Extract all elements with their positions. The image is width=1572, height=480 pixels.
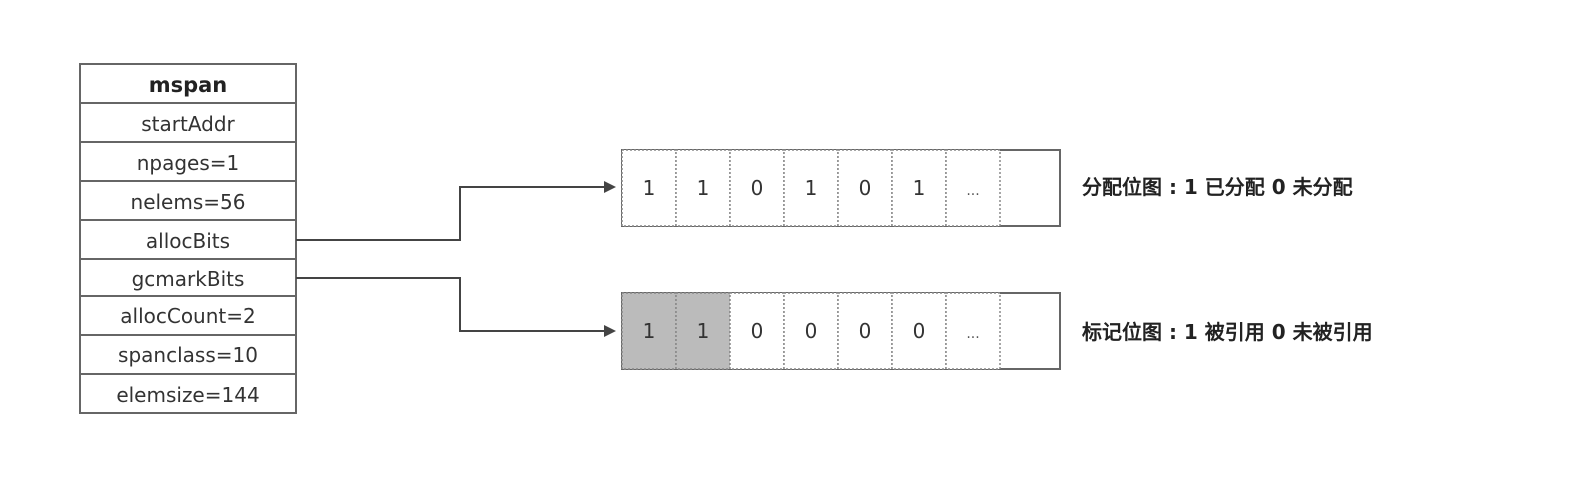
bit-value: 0 bbox=[751, 319, 764, 343]
mspan-struct: mspan startAddr npages=1 nelems=56 alloc… bbox=[79, 63, 297, 414]
bit-cell bbox=[945, 292, 1001, 370]
field-npages: npages=1 bbox=[137, 151, 240, 175]
bit-cell bbox=[729, 292, 785, 370]
bit-cell bbox=[783, 149, 839, 227]
field-alloccount: allocCount=2 bbox=[120, 304, 255, 328]
bit-value: ... bbox=[966, 326, 979, 342]
mspan-field-cell bbox=[79, 334, 297, 375]
bit-value: ... bbox=[966, 183, 979, 199]
alloc-bitmap-legend: 分配位图 : 1 已分配 0 未分配 bbox=[1082, 175, 1353, 199]
field-nelems: nelems=56 bbox=[131, 190, 246, 214]
bit-value: 0 bbox=[859, 319, 872, 343]
bit-cell bbox=[783, 292, 839, 370]
mspan-title: mspan bbox=[149, 73, 228, 97]
field-elemsize: elemsize=144 bbox=[116, 383, 259, 407]
mspan-field-cell bbox=[79, 258, 297, 297]
field-startaddr: startAddr bbox=[141, 112, 235, 136]
field-gcmarkbits: gcmarkBits bbox=[132, 267, 245, 291]
gcmark-bitmap-legend: 标记位图 : 1 被引用 0 未被引用 bbox=[1082, 320, 1373, 344]
bit-value: 1 bbox=[643, 319, 656, 343]
mspan-field-cell bbox=[79, 102, 297, 143]
bit-cell bbox=[729, 149, 785, 227]
gcmark-bitmap: 1 1 0 0 0 0... bbox=[621, 292, 1061, 370]
bit-value: 0 bbox=[859, 176, 872, 200]
bit-cell bbox=[945, 149, 1001, 227]
bit-value: 1 bbox=[913, 176, 926, 200]
bit-value: 1 bbox=[697, 319, 710, 343]
bit-cell bbox=[837, 149, 893, 227]
alloc-bitmap: 1 1 0 1 0 1... bbox=[621, 149, 1061, 227]
mspan-title-cell bbox=[79, 63, 297, 104]
bit-value: 0 bbox=[913, 319, 926, 343]
bit-cell bbox=[891, 149, 947, 227]
bit-cell bbox=[837, 292, 893, 370]
bit-value: 1 bbox=[697, 176, 710, 200]
allocbits-connector-arrow bbox=[296, 181, 616, 241]
gcmarkbits-connector-arrow bbox=[296, 277, 616, 337]
bit-value: 0 bbox=[751, 176, 764, 200]
bit-cell bbox=[891, 292, 947, 370]
bit-cell bbox=[675, 149, 731, 227]
bit-value: 1 bbox=[643, 176, 656, 200]
bit-value: 0 bbox=[805, 319, 818, 343]
field-spanclass: spanclass=10 bbox=[118, 343, 258, 367]
mspan-field-cell bbox=[79, 373, 297, 414]
bit-value: 1 bbox=[805, 176, 818, 200]
field-allocbits: allocBits bbox=[146, 229, 230, 253]
mspan-field-cell bbox=[79, 180, 297, 221]
bit-cell bbox=[675, 292, 731, 370]
